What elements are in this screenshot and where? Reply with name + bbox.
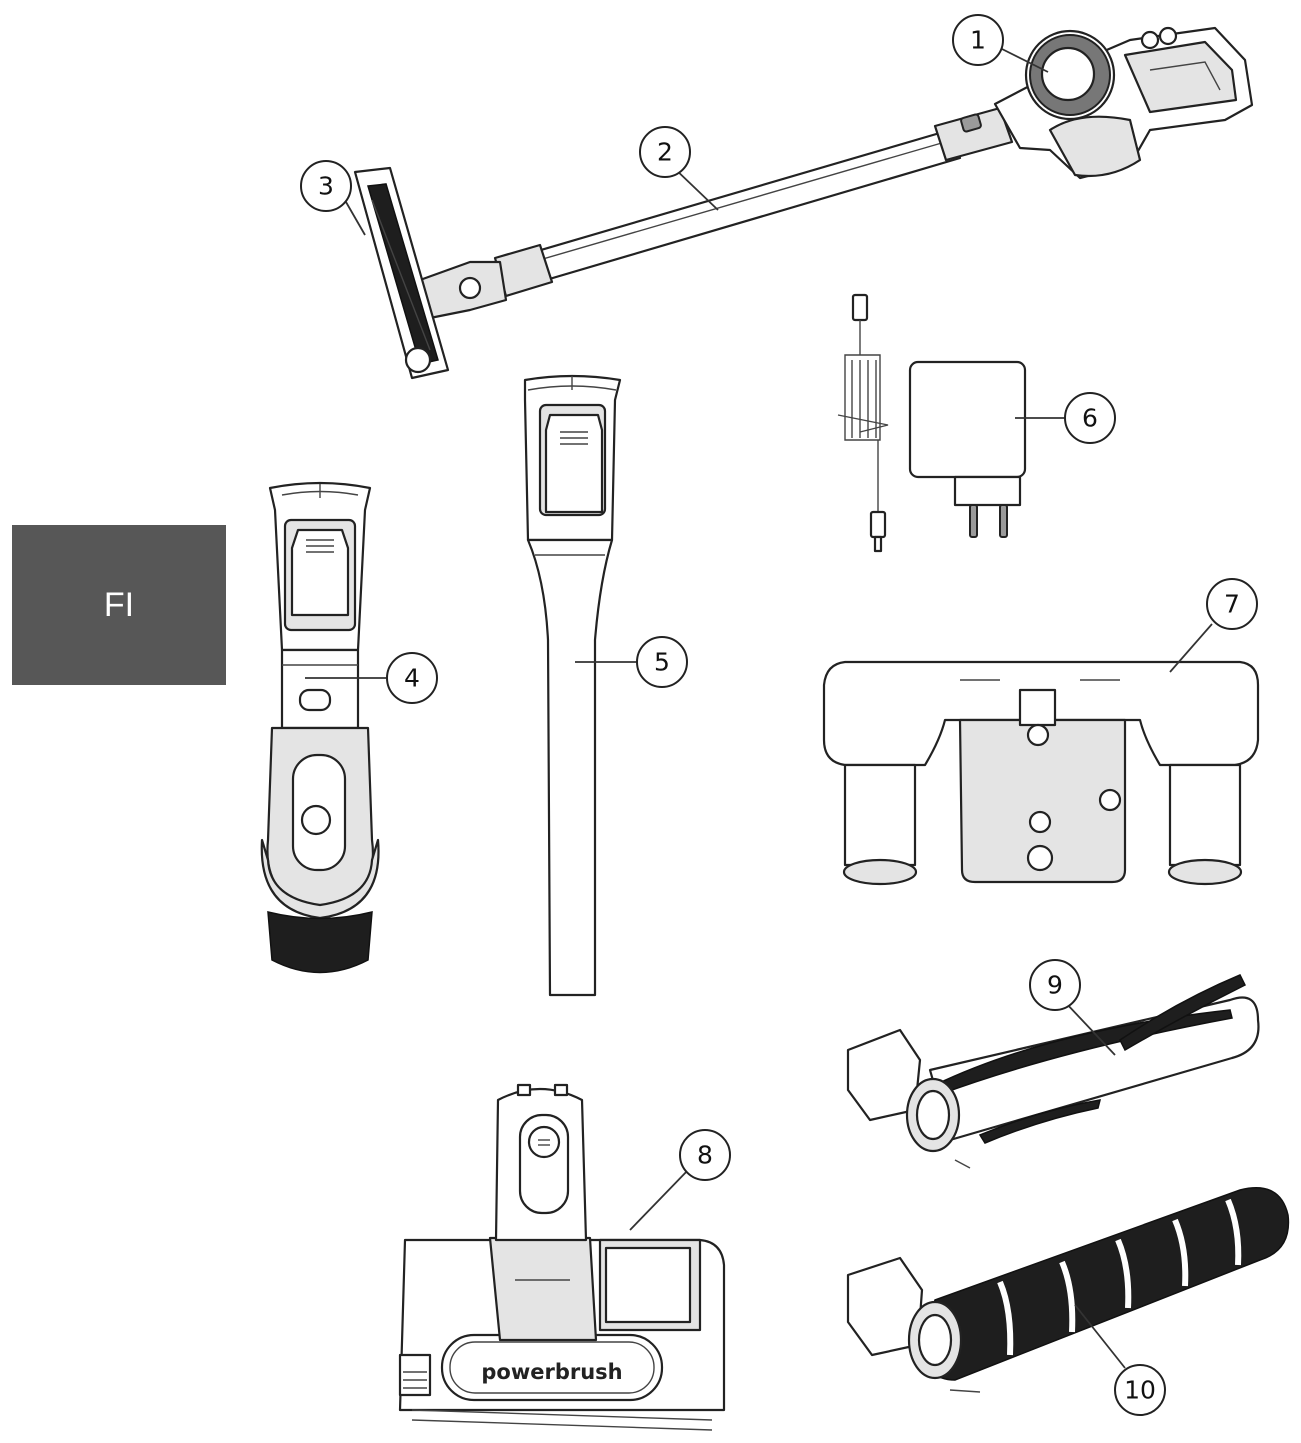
brush-nozzle	[260, 481, 380, 974]
callout-3: 3	[300, 160, 352, 212]
powerbrush-label: powerbrush	[481, 1360, 622, 1384]
callout-4-label: 4	[404, 664, 420, 693]
callout-5-label: 5	[654, 648, 670, 677]
callout-8: 8	[679, 1129, 731, 1181]
callout-10-label: 10	[1124, 1376, 1156, 1405]
callout-4: 4	[386, 652, 438, 704]
powerbrush-tool: powerbrush	[398, 1083, 726, 1431]
callout-10: 10	[1114, 1364, 1166, 1416]
callout-9-label: 9	[1047, 971, 1063, 1000]
callout-6-label: 6	[1082, 404, 1098, 433]
callout-7-label: 7	[1224, 590, 1240, 619]
callout-8-label: 8	[697, 1141, 713, 1170]
callout-1-label: 1	[970, 26, 986, 55]
crevice-tool	[523, 374, 622, 997]
callout-5: 5	[636, 636, 688, 688]
callout-9: 9	[1029, 959, 1081, 1011]
language-tab: FI	[12, 525, 226, 685]
callout-6: 6	[1064, 392, 1116, 444]
soft-roller	[846, 1187, 1290, 1393]
callout-7: 7	[1206, 578, 1258, 630]
wall-mount	[822, 660, 1260, 886]
callout-3-label: 3	[318, 172, 334, 201]
callout-2: 2	[639, 126, 691, 178]
bristle-brush-roll	[846, 974, 1260, 1169]
charger	[837, 293, 1027, 553]
vacuum-assembly	[353, 26, 1254, 380]
callout-1: 1	[952, 14, 1004, 66]
language-tab-label: FI	[103, 585, 135, 624]
callout-2-label: 2	[657, 138, 673, 167]
